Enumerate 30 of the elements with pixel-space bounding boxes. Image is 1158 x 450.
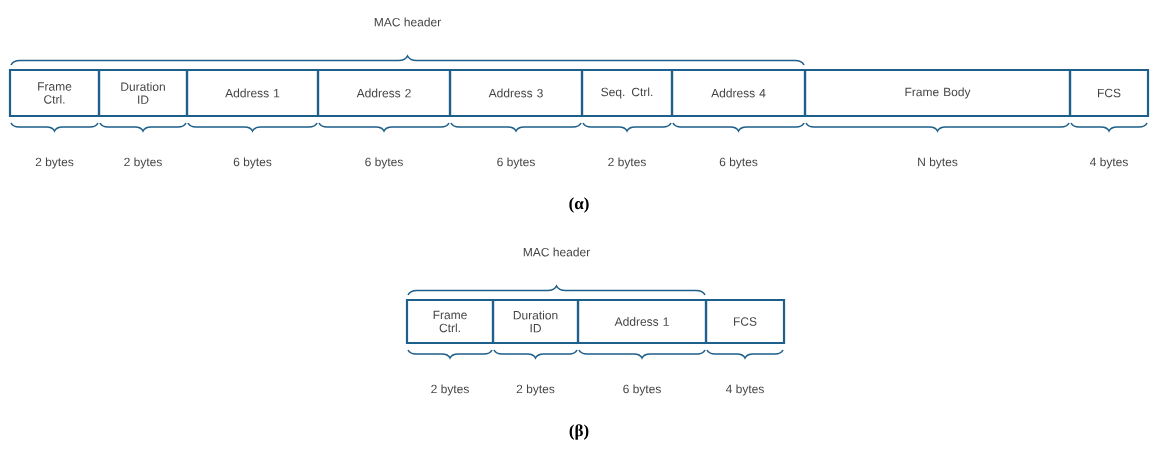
byte-count: 2 bytes <box>431 384 469 396</box>
field-cell: Address 1 <box>576 298 708 345</box>
byte-count: 2 bytes <box>516 384 555 396</box>
byte-count: 6 bytes <box>365 157 403 169</box>
field-cell: FCS <box>704 298 786 345</box>
byte-count: 6 bytes <box>497 157 535 169</box>
field-cell: Address 4 <box>670 68 807 118</box>
field-cell: Address 2 <box>316 68 452 118</box>
byte-count: 6 bytes <box>233 157 272 169</box>
field-cell: Seq. Ctrl. <box>580 68 674 118</box>
byte-count: 2 bytes <box>124 157 162 169</box>
byte-count: 2 bytes <box>35 157 74 169</box>
panel-label: (β) <box>569 424 589 440</box>
field-cell: Duration ID <box>97 68 189 118</box>
field-cell: FCS <box>1068 68 1150 118</box>
byte-count: N bytes <box>918 157 958 169</box>
byte-count: 4 bytes <box>725 384 764 396</box>
header-label: MAC header <box>374 17 441 27</box>
byte-count: 2 bytes <box>608 157 646 169</box>
field-cell: Frame Ctrl. <box>405 298 495 345</box>
field-cell: Address 1 <box>185 68 320 118</box>
field-cell: Duration ID <box>491 298 580 345</box>
byte-count: 4 bytes <box>1089 157 1128 169</box>
byte-count: 6 bytes <box>623 384 661 396</box>
panel-label: (α) <box>569 197 589 213</box>
field-cell: Frame Body <box>803 68 1072 118</box>
byte-count: 6 bytes <box>719 157 758 169</box>
header-label: MAC header <box>523 247 590 257</box>
field-cell: Frame Ctrl. <box>8 68 101 118</box>
field-cell: Address 3 <box>448 68 584 118</box>
